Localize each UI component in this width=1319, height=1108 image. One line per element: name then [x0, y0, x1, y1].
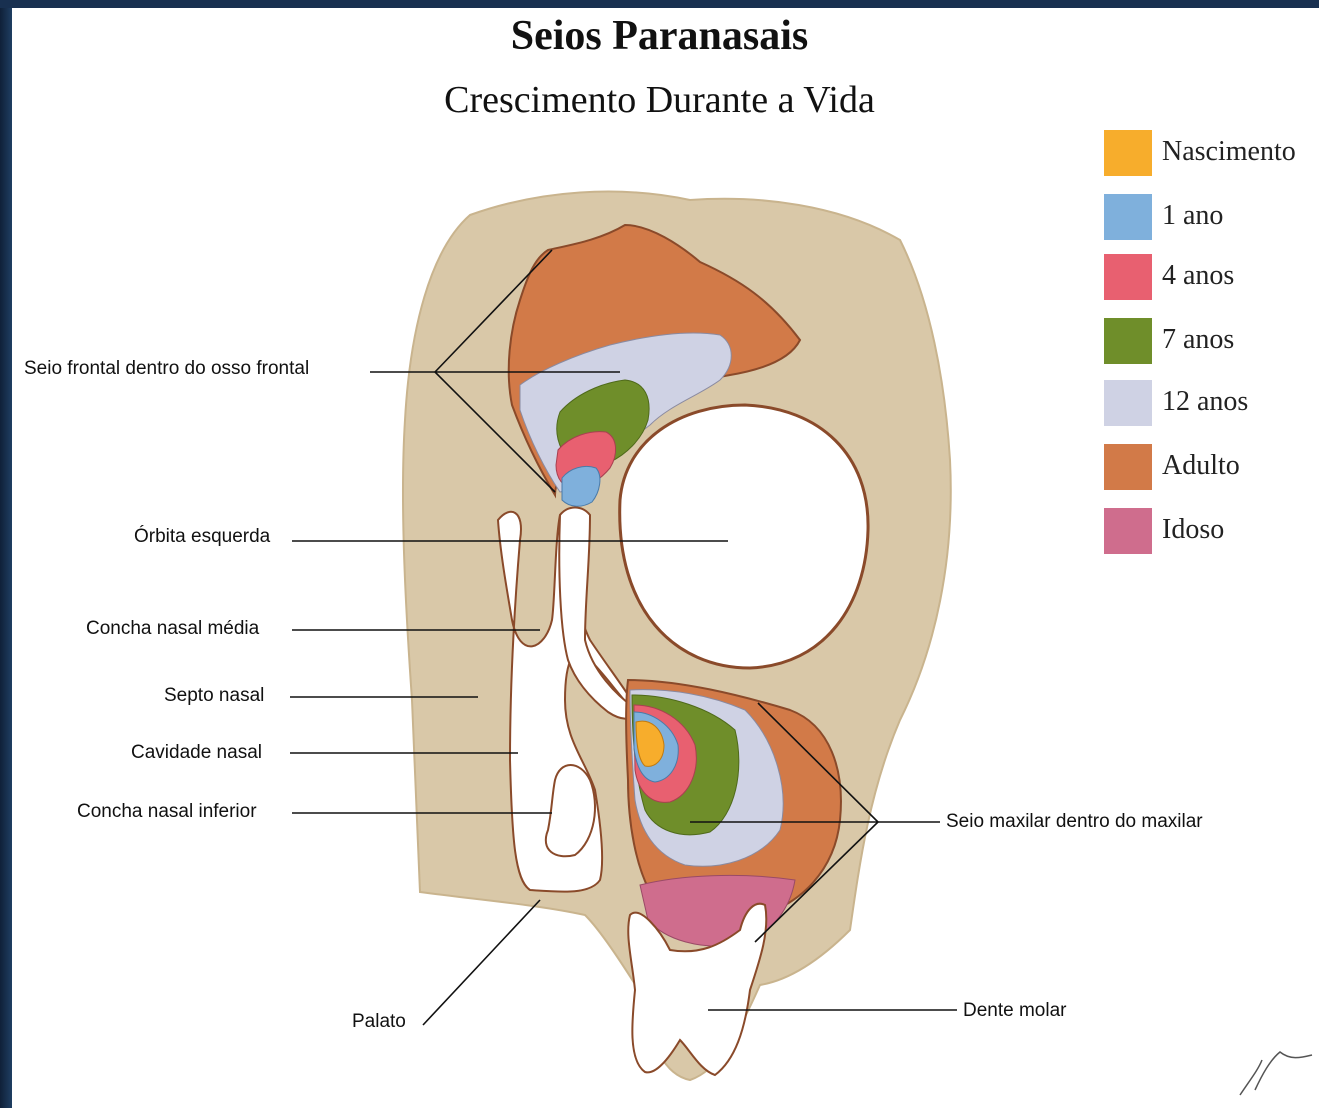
label-concha-media: Concha nasal média [86, 618, 259, 640]
legend-label: 7 anos [1162, 324, 1234, 356]
legend-item-adulto: Adulto [1104, 444, 1319, 494]
legend-item-4-anos: 4 anos [1104, 254, 1319, 304]
legend-label: Nascimento [1162, 136, 1296, 168]
label-cavidade: Cavidade nasal [131, 742, 262, 764]
legend-label: 1 ano [1162, 200, 1223, 232]
legend-swatch [1104, 380, 1152, 426]
orbit-cavity [620, 405, 868, 668]
label-seio-maxilar: Seio maxilar dentro do maxilar [946, 811, 1203, 833]
legend-item-nascimento: Nascimento [1104, 130, 1319, 180]
legend-swatch [1104, 508, 1152, 554]
legend-label: 12 anos [1162, 386, 1248, 418]
legend-label: Adulto [1162, 450, 1240, 482]
legend-swatch [1104, 444, 1152, 490]
legend-swatch [1104, 318, 1152, 364]
legend-label: Idoso [1162, 514, 1224, 546]
label-palato: Palato [352, 1011, 406, 1033]
leader-palato [423, 900, 540, 1025]
legend-item-idoso: Idoso [1104, 508, 1319, 558]
legend-swatch [1104, 254, 1152, 300]
legend-item-7-anos: 7 anos [1104, 318, 1319, 368]
label-orbita: Órbita esquerda [134, 526, 270, 548]
legend-item-1-ano: 1 ano [1104, 194, 1319, 244]
artist-signature [1240, 1052, 1312, 1095]
label-seio-frontal: Seio frontal dentro do osso frontal [24, 358, 309, 380]
legend-swatch [1104, 194, 1152, 240]
label-septo: Septo nasal [164, 685, 264, 707]
label-concha-inferior: Concha nasal inferior [77, 801, 257, 823]
label-dente: Dente molar [963, 1000, 1067, 1022]
legend-label: 4 anos [1162, 260, 1234, 292]
legend-swatch [1104, 130, 1152, 176]
legend-item-12-anos: 12 anos [1104, 380, 1319, 430]
